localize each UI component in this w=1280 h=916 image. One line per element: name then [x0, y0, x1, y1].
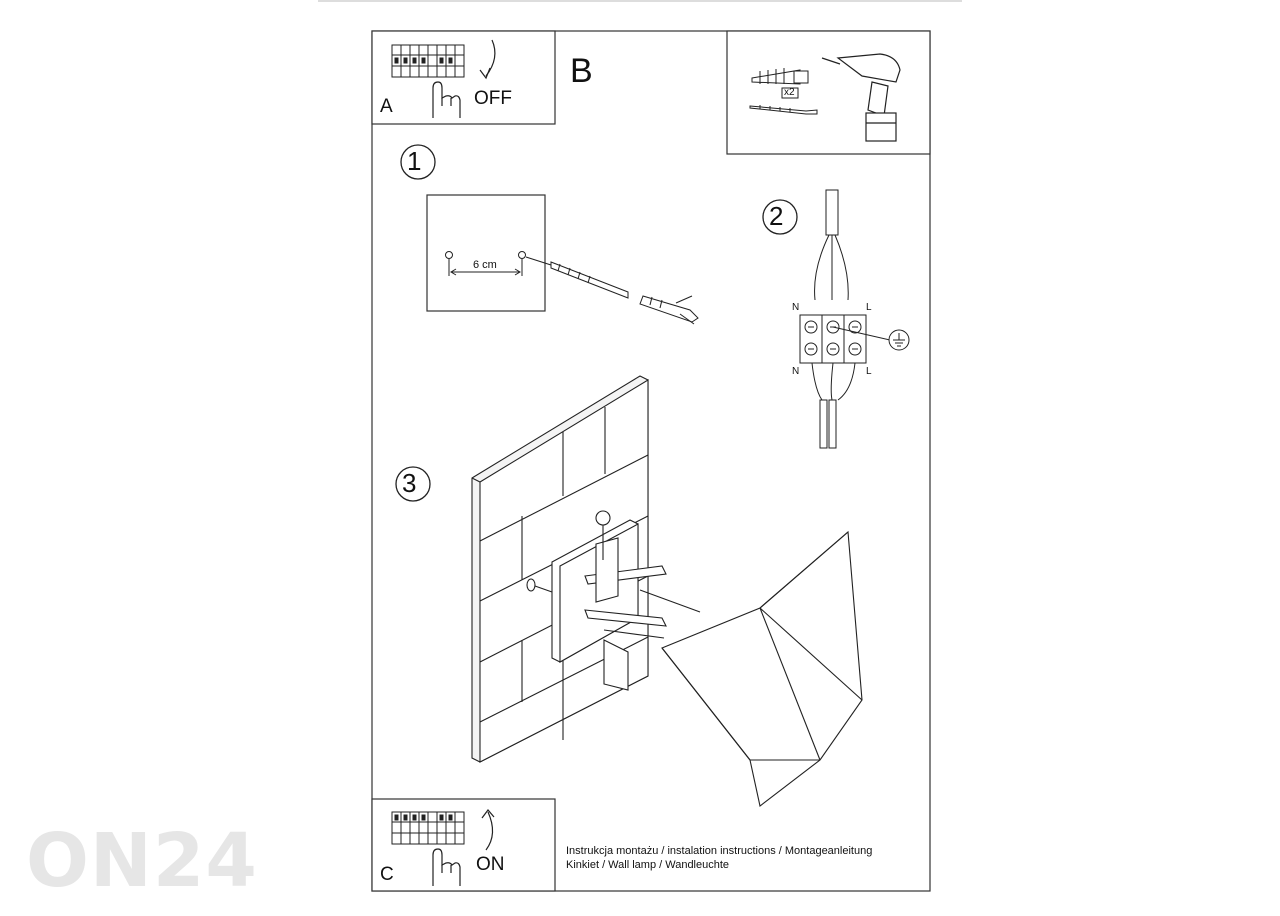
- panel-b-letter: B: [570, 52, 593, 90]
- screw-icon: [749, 105, 818, 115]
- arrow-head-up-icon: [481, 809, 495, 819]
- neutral-label-bottom: N: [792, 366, 800, 377]
- panel-a-action: OFF: [474, 88, 512, 109]
- terminal-block: [799, 314, 867, 364]
- live-label-bottom: L: [866, 366, 872, 377]
- distance-dimension: [448, 259, 523, 276]
- quantity-box: [781, 87, 799, 99]
- arrow-head-down-icon: [479, 67, 491, 80]
- hand-icon-a: [432, 81, 461, 118]
- caption-line-1: Instrukcja montażu / instalation instruc…: [566, 845, 873, 857]
- ground-symbol-icon: [832, 326, 910, 351]
- main-frame: [371, 30, 931, 892]
- lamp-cable: [811, 362, 856, 449]
- quantity-label: x2: [784, 87, 795, 98]
- lamp-shade: [661, 530, 863, 807]
- hole-left: [445, 251, 453, 259]
- drill-icon: [821, 53, 901, 142]
- panel-b-box: [726, 30, 931, 155]
- panel-a-letter: A: [380, 96, 393, 117]
- step-1-number: 1: [407, 146, 422, 176]
- hole-right: [518, 251, 526, 259]
- panel-c-letter: C: [380, 864, 394, 885]
- screw-install-icon: [525, 256, 629, 299]
- live-label-top: L: [866, 302, 872, 313]
- curved-arrow-up-icon: [485, 811, 494, 851]
- hand-icon-c: [432, 848, 461, 886]
- step-1-circle: [400, 144, 436, 180]
- step-2-circle: [762, 199, 798, 235]
- panel-c-action: ON: [476, 854, 505, 875]
- breaker-icon-c: [391, 811, 465, 845]
- supply-cable: [814, 189, 849, 301]
- anchor-install-icon: [639, 295, 699, 325]
- wall-plug-icon: [751, 68, 809, 85]
- mounting-bracket: [526, 510, 701, 691]
- wall-plate: [426, 194, 546, 312]
- watermark-logo: ON24: [26, 818, 258, 904]
- caption-line-2: Kinkiet / Wall lamp / Wandleuchte: [566, 859, 730, 871]
- step-2-number: 2: [769, 201, 784, 231]
- step-3-circle: [395, 466, 431, 502]
- distance-label: 6 cm: [473, 259, 497, 271]
- step-3-number: 3: [402, 468, 417, 498]
- breaker-icon-a: [391, 44, 465, 78]
- neutral-label-top: N: [792, 302, 800, 313]
